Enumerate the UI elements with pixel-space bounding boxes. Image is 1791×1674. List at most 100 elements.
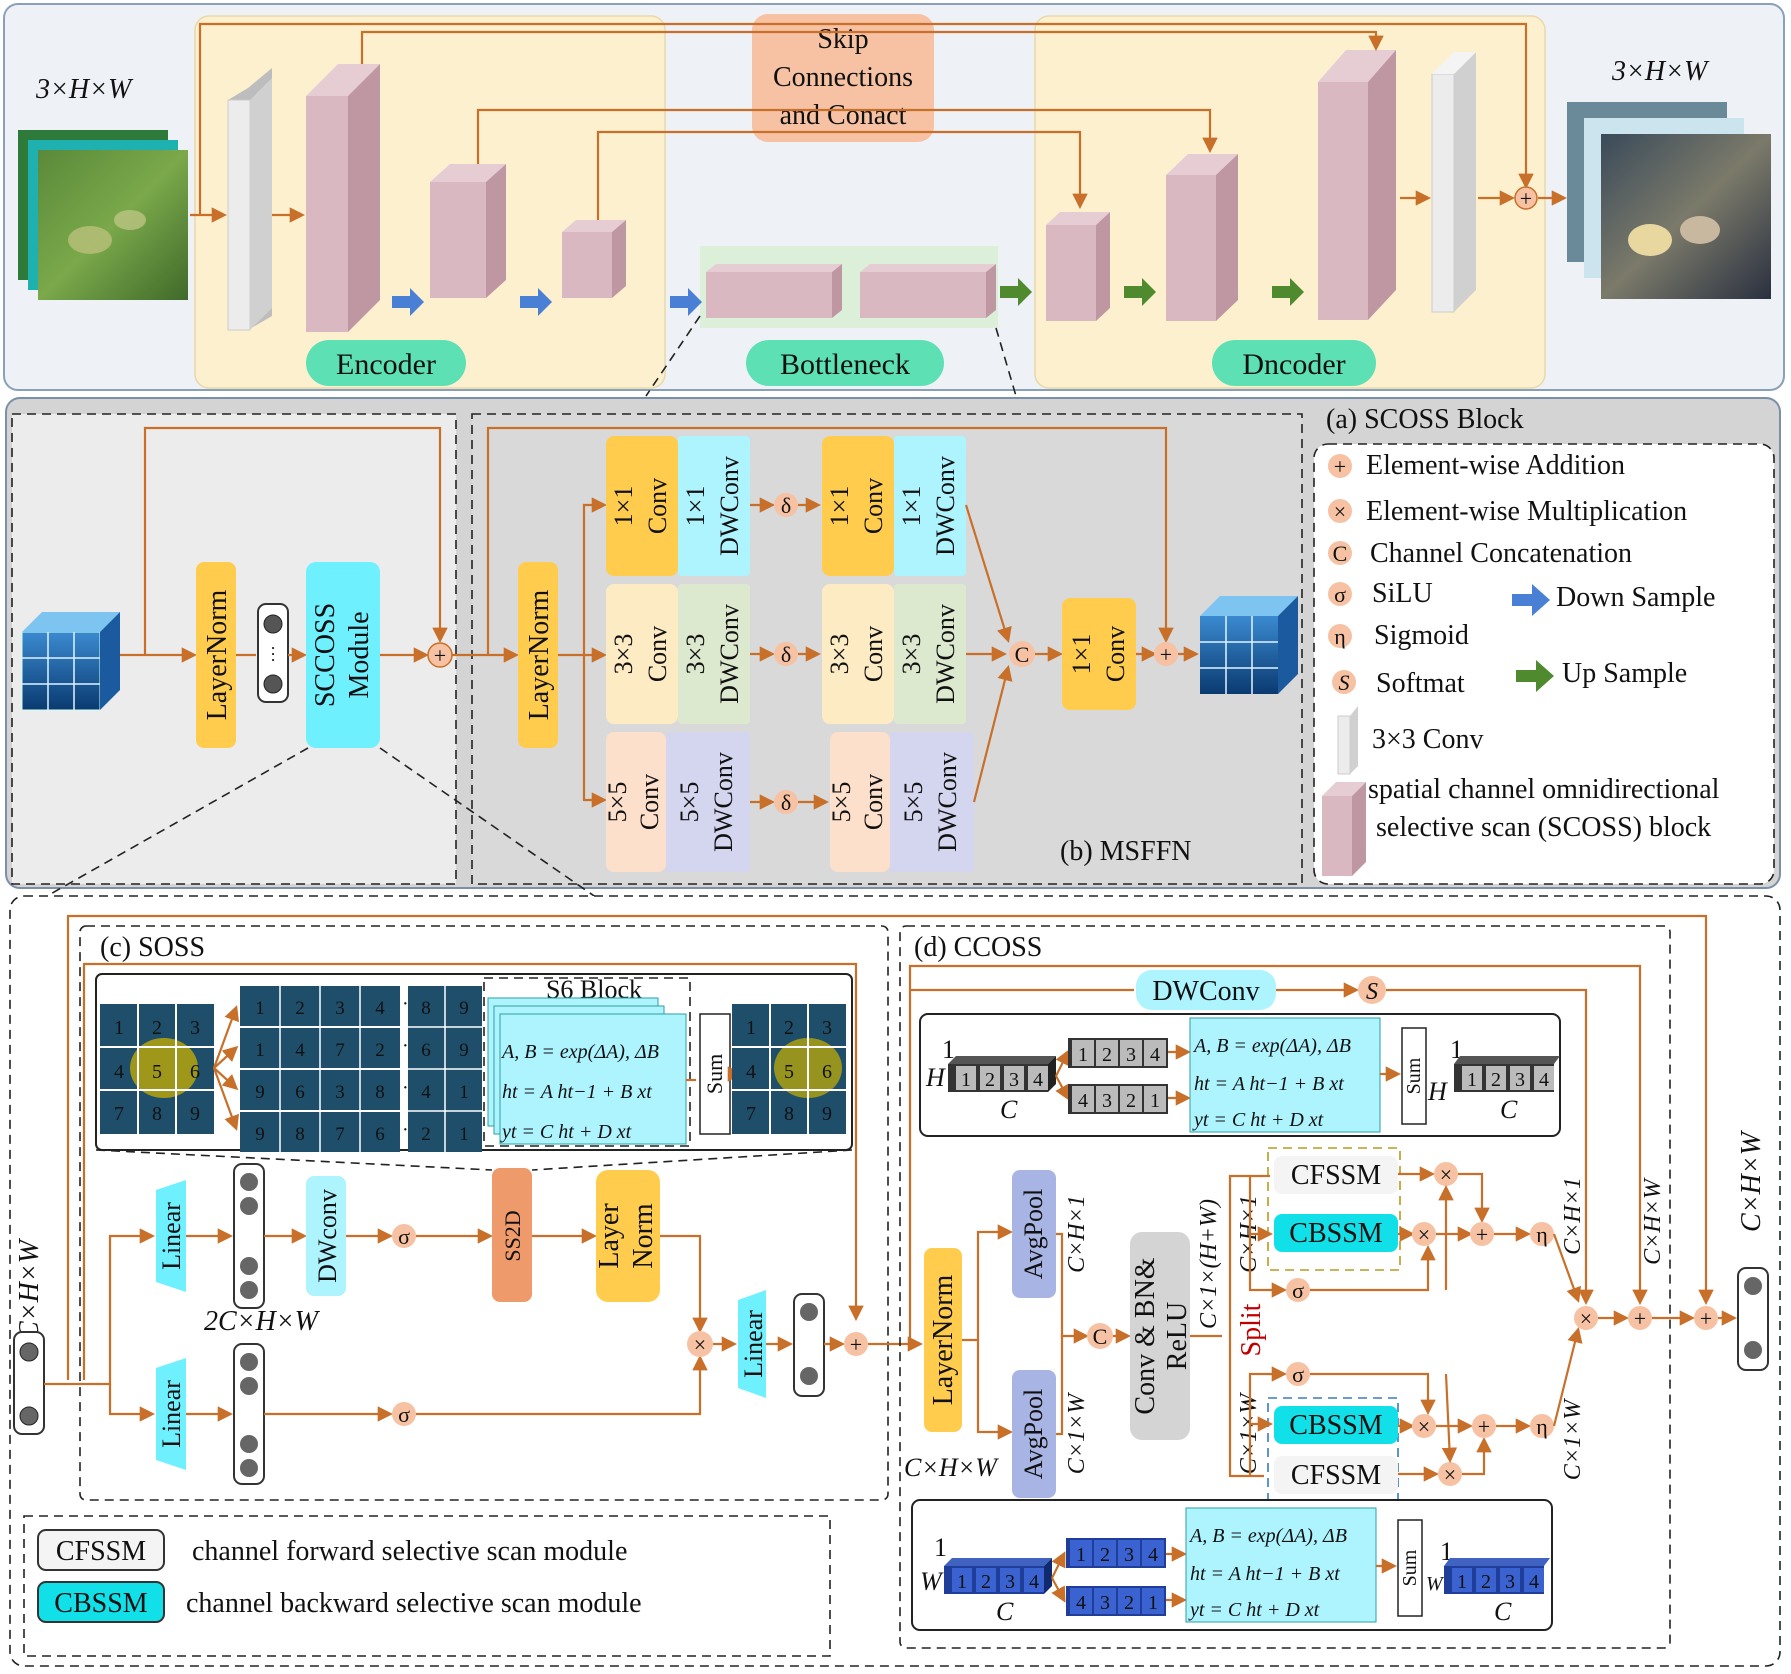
svg-text:Sum: Sum — [1399, 1549, 1421, 1586]
soss-outer-residual — [82, 962, 864, 1380]
svg-text:SiLU: SiLU — [1372, 578, 1433, 609]
zoom-line-right — [995, 327, 1017, 397]
lower-cbssm — [1274, 1406, 1398, 1444]
svg-text:4: 4 — [1033, 1069, 1043, 1091]
svg-text:3: 3 — [190, 1017, 200, 1039]
svg-text:Conv: Conv — [859, 626, 888, 682]
s6-block-region — [483, 977, 691, 1147]
ccoss-final-add-symbol: + — [1634, 1306, 1646, 1331]
soss-region — [79, 925, 889, 1501]
svg-text:6: 6 — [190, 1061, 200, 1083]
svg-text:9: 9 — [255, 1124, 265, 1145]
svg-text:6: 6 — [295, 1082, 305, 1103]
token-dots: ··· — [263, 645, 283, 663]
svg-text:1: 1 — [746, 1017, 756, 1039]
final-output-dim: C×H×W — [1736, 1129, 1767, 1232]
lower-cbssm-label: CBSSM — [1289, 1410, 1382, 1441]
msffn-final-conv-line2: Conv — [1101, 626, 1130, 682]
ccoss-dwconv-label: DWConv — [1152, 976, 1259, 1007]
svg-text:4: 4 — [1148, 1544, 1158, 1566]
svg-text:H: H — [1427, 1077, 1448, 1106]
svg-text:1: 1 — [255, 998, 265, 1019]
outer-final-add-symbol: + — [1700, 1306, 1712, 1331]
svg-text:Channel Concatenation: Channel Concatenation — [1370, 538, 1632, 569]
svg-text:+: + — [1334, 454, 1346, 479]
svg-text:1: 1 — [1148, 1592, 1158, 1614]
svg-text:2: 2 — [1481, 1571, 1491, 1593]
msffn-title: (b) MSFFN — [1060, 836, 1191, 867]
soss-branch-arrows — [212, 1005, 239, 1131]
svg-text:3: 3 — [335, 1082, 345, 1103]
svg-text:Conv: Conv — [643, 478, 672, 534]
svg-text:DWConv: DWConv — [931, 456, 960, 556]
svg-text:A, B = exp(ΔA), ΔB: A, B = exp(ΔA), ΔB — [1192, 1035, 1351, 1057]
encoder-label-pill — [306, 340, 466, 386]
lower-mult-1 — [1412, 1414, 1436, 1438]
svg-text:yt = C ht + D xt: yt = C ht + D xt — [500, 1121, 632, 1143]
svg-text:ht = A ht−1 + B xt: ht = A ht−1 + B xt — [1190, 1563, 1340, 1585]
output-add-symbol: + — [1520, 186, 1532, 211]
svg-text:4: 4 — [1029, 1571, 1039, 1593]
svg-text:1: 1 — [1078, 1044, 1088, 1066]
scoss-title: (a) SCOSS Block — [1326, 404, 1524, 435]
upper-cfssm-label: CFSSM — [1291, 1160, 1381, 1191]
skip-label-line3: and Conact — [780, 100, 907, 131]
svg-text:4: 4 — [375, 998, 385, 1019]
svg-text:3: 3 — [1100, 1592, 1110, 1614]
svg-text:1×1: 1×1 — [609, 486, 638, 527]
svg-text:C: C — [1500, 1095, 1518, 1124]
svg-text:4: 4 — [1076, 1592, 1086, 1614]
soss-add-node — [844, 1332, 868, 1356]
svg-text:4: 4 — [1539, 1069, 1549, 1091]
svg-text:3×3: 3×3 — [825, 634, 854, 675]
svg-text:4: 4 — [421, 1082, 431, 1103]
svg-text:DWConv: DWConv — [715, 456, 744, 556]
s6-stack: A, B = exp(ΔA), ΔB ht = A ht−1 + B xt yt… — [487, 997, 687, 1145]
encoder-blocks — [227, 64, 626, 332]
avgpool-w — [1012, 1370, 1056, 1498]
eta-h-dim: C×H×1 — [1560, 1177, 1586, 1255]
svg-text:δ: δ — [781, 642, 791, 667]
msffn-final-conv-line1: 1×1 — [1067, 634, 1096, 675]
upper-eta-symbol: η — [1536, 1222, 1548, 1247]
msffn-row-1x1: 1×1 Conv 1×1 DWConv 1×1 Conv 1×1 DWConv — [606, 436, 966, 576]
svg-text:Down Sample: Down Sample — [1556, 582, 1715, 613]
svg-text:1: 1 — [961, 1069, 971, 1091]
svg-text:2: 2 — [1100, 1544, 1110, 1566]
svg-text:W: W — [920, 1567, 944, 1596]
h-scan-content: 1 H 1 2 3 4 C 1 2 3 4 4 3 2 1 A, B = exp… — [925, 1017, 1560, 1133]
svg-text:1: 1 — [934, 1533, 947, 1562]
eta-w-dim: C×1×W — [1560, 1398, 1586, 1480]
conv-bn-relu-line1: Conv & BN& — [1130, 1257, 1161, 1414]
w-scan-content: 1 W 1 2 3 4 C 1 2 3 4 4 3 2 1 A, B = exp… — [920, 1507, 1550, 1626]
soss-mid-dim: 2C×H×W — [204, 1306, 321, 1337]
svg-text:3: 3 — [1005, 1571, 1015, 1593]
conv-bn-relu-line2: ReLU — [1162, 1302, 1193, 1370]
legend-cfssm-desc: channel forward selective scan module — [192, 1536, 627, 1567]
svg-text:4: 4 — [295, 1040, 305, 1061]
svg-text:Sum: Sum — [702, 1054, 727, 1094]
legend-cbssm-box — [37, 1581, 165, 1623]
outer-final-add — [1694, 1306, 1718, 1330]
svg-text:1: 1 — [1467, 1069, 1477, 1091]
svg-text:6: 6 — [822, 1061, 832, 1083]
ccoss-input-dim: C×H×W — [904, 1453, 999, 1482]
skip-label-line2: Connections — [773, 62, 913, 93]
ss2d-label: SS2D — [500, 1210, 525, 1261]
soss-dwconv-label: DWconv — [313, 1189, 342, 1283]
svg-text:Conv: Conv — [859, 478, 888, 534]
svg-text:δ: δ — [781, 493, 791, 518]
lower-mult-2 — [1438, 1462, 1462, 1486]
output-size-label: 3×H×W — [1611, 56, 1710, 87]
svg-text:Conv: Conv — [643, 626, 672, 682]
svg-text:1×1: 1×1 — [681, 486, 710, 527]
msffn-layernorm-label: LayerNorm — [524, 589, 555, 720]
svg-text:1: 1 — [255, 1040, 265, 1061]
soss-layer-norm-line1: Layer — [594, 1203, 625, 1269]
soss-multiply-node — [687, 1331, 713, 1357]
soss-sigma-bottom — [392, 1402, 416, 1426]
lower-add-symbol: + — [1478, 1414, 1490, 1439]
ccoss-residual-dim: C×H×W — [1640, 1177, 1666, 1265]
ccoss-final-add — [1628, 1306, 1652, 1330]
svg-text:DWConv: DWConv — [709, 752, 738, 852]
